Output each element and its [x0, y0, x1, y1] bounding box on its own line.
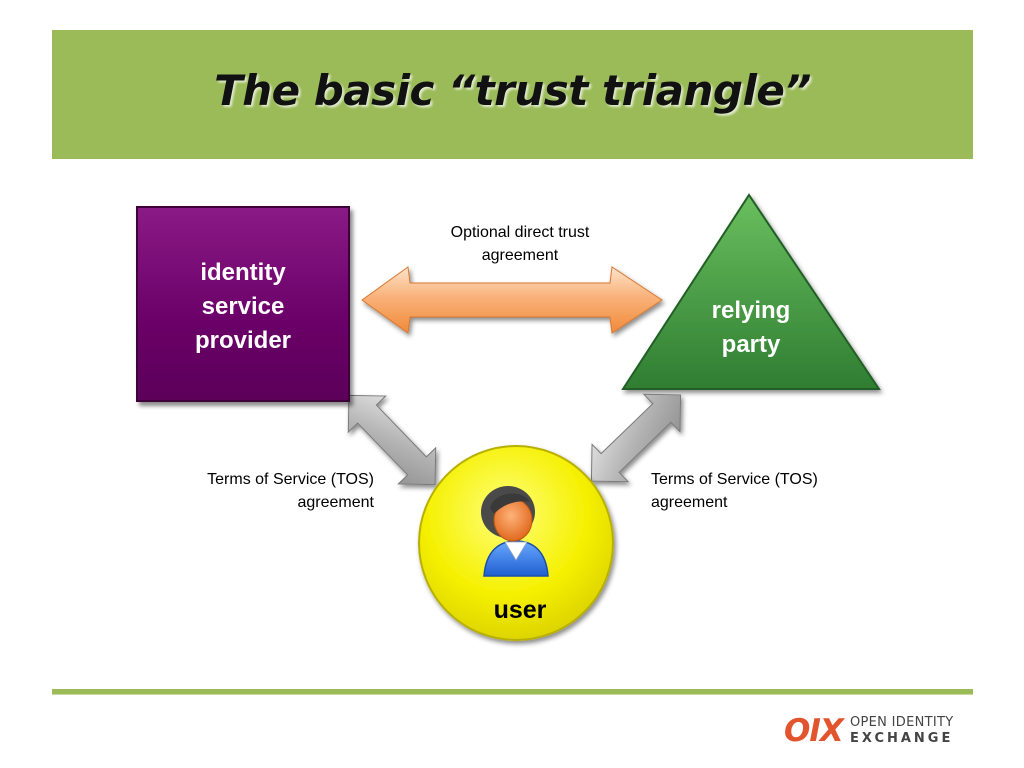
logo-line-open-identity: OPEN IDENTITY — [850, 715, 954, 730]
relying-party-label: relying party — [711, 297, 791, 358]
direct-trust-caption: Optional direct trust agreement — [450, 224, 590, 264]
left-tos-caption: Terms of Service (TOS) agreement — [207, 471, 374, 511]
left-tos-arrow — [347, 394, 437, 486]
identity-provider-label: identity service provider — [194, 259, 292, 354]
right-tos-caption: Terms of Service (TOS) agreement — [651, 471, 818, 511]
relying-party-triangle — [621, 193, 881, 390]
user-avatar-icon — [481, 486, 549, 577]
identity-provider-box: identity service provider — [136, 206, 350, 402]
user-label: user — [493, 596, 547, 624]
footer-divider — [52, 689, 973, 695]
title-band: The basic “trust triangle” — [52, 30, 973, 159]
right-tos-arrow — [590, 393, 682, 483]
slide-title: The basic “trust triangle” — [214, 66, 811, 115]
oix-logo-text: OPEN IDENTITY EXCHANGE — [850, 715, 980, 747]
logo-line-exchange: EXCHANGE — [850, 731, 954, 746]
direct-trust-arrow — [361, 266, 663, 334]
oix-logo-mark: OIX — [784, 713, 844, 749]
